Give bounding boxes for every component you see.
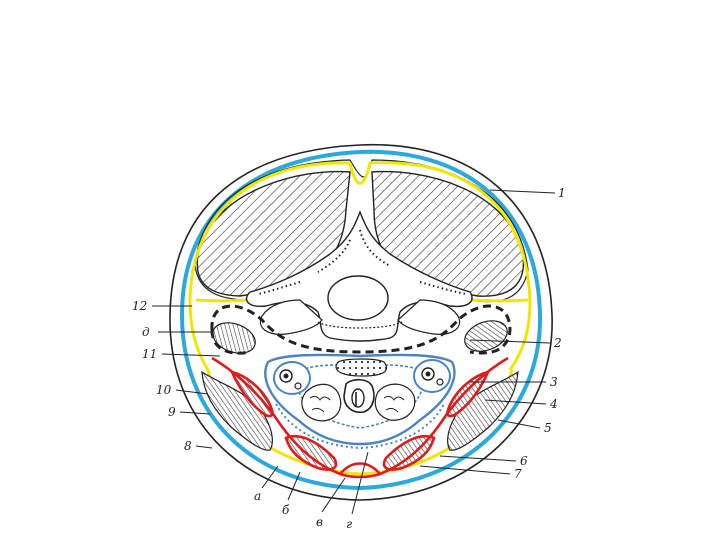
label-9: 9 <box>168 405 176 419</box>
label-10: 10 <box>156 383 172 397</box>
thyroid-gland-left <box>302 384 341 421</box>
larynx-lumen <box>352 389 364 407</box>
left-scalene-muscle <box>209 317 260 358</box>
label-b: б <box>282 503 290 517</box>
label-3: 3 <box>550 375 558 389</box>
label-7: 7 <box>514 467 522 481</box>
label-4: 4 <box>549 397 558 411</box>
right-neurovascular-bundle <box>414 360 450 392</box>
label-d: д <box>142 325 150 339</box>
label-5: 5 <box>544 421 552 435</box>
label-g: г <box>346 517 352 531</box>
vertebral-foramen <box>328 276 388 320</box>
label-11: 11 <box>142 347 157 361</box>
label-v: в <box>316 515 323 529</box>
label-2: 2 <box>553 336 562 350</box>
label-a: а <box>254 489 261 503</box>
label-8: 8 <box>184 439 192 453</box>
label-1: 1 <box>558 186 566 200</box>
label-6: 6 <box>520 454 528 468</box>
thyroid-gland-right <box>375 384 414 420</box>
esophagus-outline <box>336 359 386 376</box>
left-neurovascular-bundle <box>274 362 310 394</box>
right-scalene-muscle <box>461 315 512 356</box>
label-12: 12 <box>132 299 147 313</box>
